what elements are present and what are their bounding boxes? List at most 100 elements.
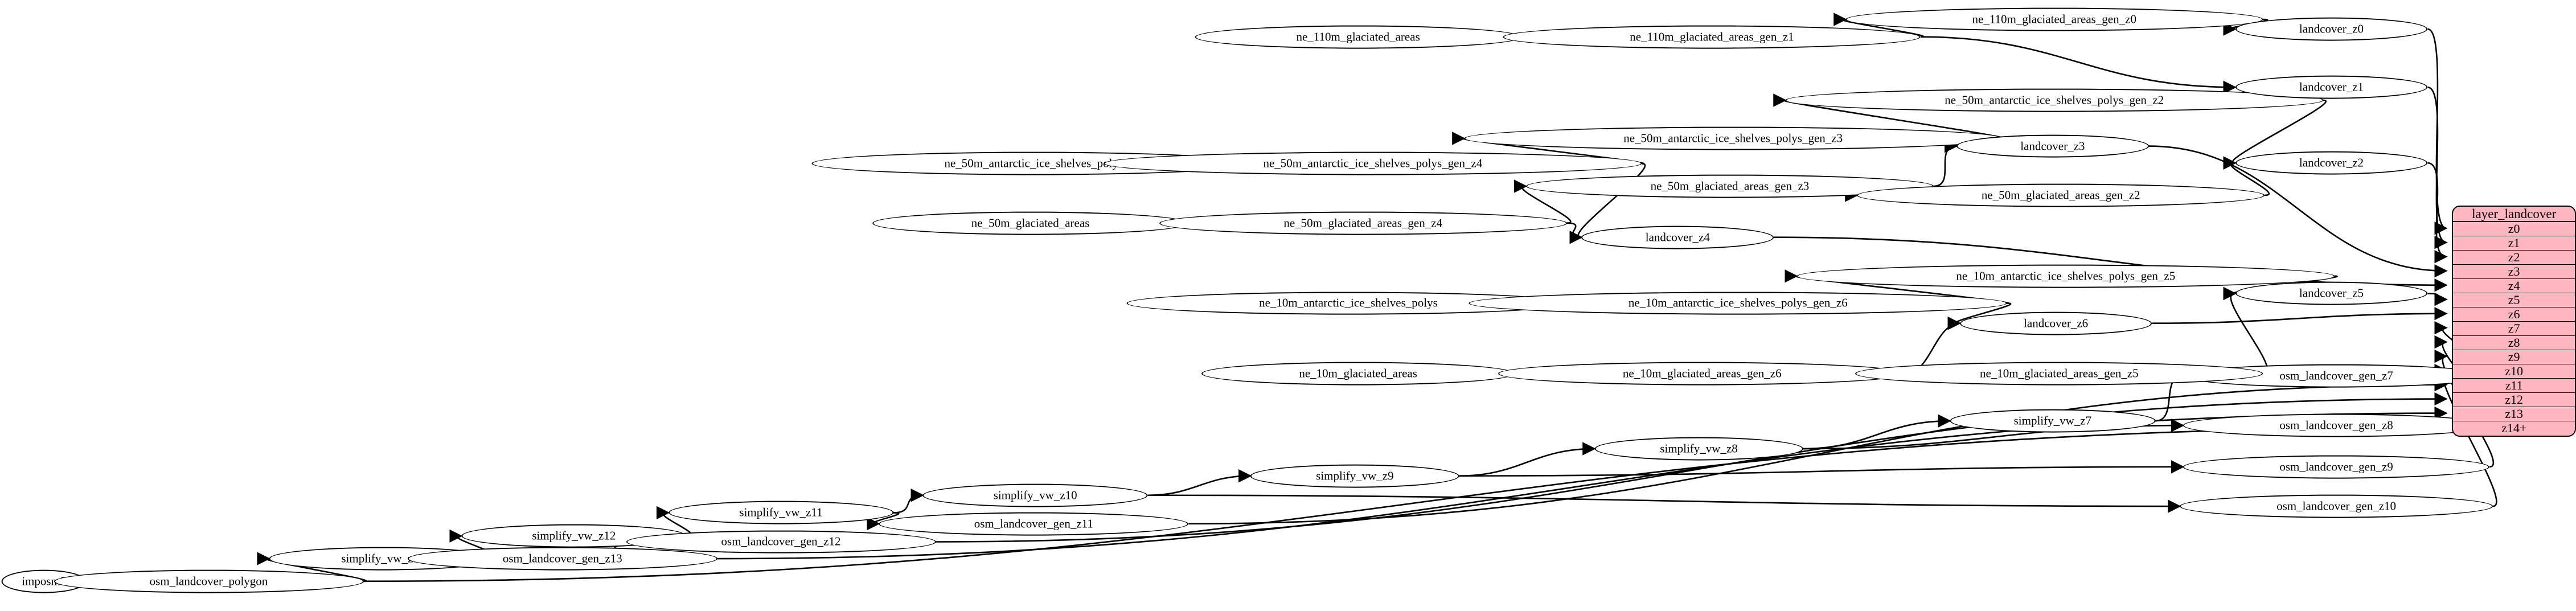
node-label: landcover_z1: [2299, 80, 2364, 94]
node-ne_10m_antarctic_ice_shelves_polys_gen_z5[interactable]: ne_10m_antarctic_ice_shelves_polys_gen_z…: [1796, 264, 2335, 288]
node-label: landcover_z6: [2024, 316, 2089, 330]
node-landcover_z3[interactable]: landcover_z3: [1956, 134, 2149, 158]
edge-ne_50m_antarctic_ice_shelves_polys_gen_z2-to-landcover_z2: [2223, 99, 2327, 170]
edge-osm_landcover_gen_z12-to-z12: [936, 392, 2448, 543]
record-row-z2[interactable]: z2: [2453, 250, 2575, 265]
node-label: osm_landcover_gen_z11: [974, 516, 1093, 531]
node-ne_50m_glaciated_areas_gen_z2[interactable]: ne_50m_glaciated_areas_gen_z2: [1857, 183, 2265, 207]
node-landcover_z1[interactable]: landcover_z1: [2235, 75, 2428, 99]
node-label: simplify_vw_z9: [1316, 469, 1394, 483]
edge-landcover_z5-to-z5: [2427, 293, 2448, 306]
edge-ne_110m_glaciated_areas_gen_z1-to-landcover_z1: [1920, 36, 2237, 94]
node-ne_50m_antarctic_ice_shelves_polys_gen_z3[interactable]: ne_50m_antarctic_ice_shelves_polys_gen_z…: [1464, 126, 2003, 150]
node-simplify_vw_z10[interactable]: simplify_vw_z10: [922, 483, 1148, 507]
node-simplify_vw_z7[interactable]: simplify_vw_z7: [1950, 409, 2156, 433]
node-label: osm_landcover_polygon: [149, 574, 268, 588]
node-label: ne_50m_glaciated_areas: [971, 216, 1090, 230]
edge-ne_10m_glaciated_areas_gen_z5-to-landcover_z5: [2223, 286, 2269, 375]
node-ne_110m_glaciated_areas_gen_z0[interactable]: ne_110m_glaciated_areas_gen_z0: [1845, 7, 2263, 31]
edge-simplify_vw_z11-to-simplify_vw_z10: [893, 489, 924, 514]
node-landcover_z2[interactable]: landcover_z2: [2235, 151, 2428, 175]
record-row-z5[interactable]: z5: [2453, 293, 2575, 308]
record-row-z9[interactable]: z9: [2453, 350, 2575, 364]
record-row-z12[interactable]: z12: [2453, 392, 2575, 407]
node-label: imposm3: [22, 574, 67, 588]
node-label: simplify_vw_z7: [2013, 413, 2092, 428]
node-label: ne_50m_glaciated_areas_gen_z3: [1650, 179, 1810, 193]
node-label: ne_10m_antarctic_ice_shelves_polys_gen_z…: [1628, 296, 1848, 310]
edge-ne_50m_glaciated_areas_gen_z3-to-landcover_z3: [1933, 139, 1958, 187]
node-ne_50m_antarctic_ice_shelves_polys_gen_z4[interactable]: ne_50m_antarctic_ice_shelves_polys_gen_z…: [1104, 151, 1642, 175]
edge-simplify_vw_z11-to-osm_landcover_gen_z11: [867, 512, 900, 531]
node-label: ne_50m_antarctic_ice_shelves_polys_gen_z…: [1623, 131, 1843, 145]
node-ne_10m_glaciated_areas[interactable]: ne_10m_glaciated_areas: [1201, 362, 1515, 386]
node-ne_10m_antarctic_ice_shelves_polys_gen_z6[interactable]: ne_10m_antarctic_ice_shelves_polys_gen_z…: [1469, 292, 2007, 315]
node-simplify_vw_z8[interactable]: simplify_vw_z8: [1594, 437, 1803, 461]
node-label: ne_10m_glaciated_areas_gen_z6: [1622, 366, 1782, 380]
record-row-z6[interactable]: z6: [2453, 307, 2575, 322]
record-row-z3[interactable]: z3: [2453, 264, 2575, 280]
record-row-z10[interactable]: z10: [2453, 364, 2575, 379]
record-row-z14+[interactable]: z14+: [2501, 421, 2527, 436]
node-ne_50m_glaciated_areas[interactable]: ne_50m_glaciated_areas: [872, 211, 1189, 235]
node-label: osm_landcover_gen_z12: [721, 535, 841, 548]
node-osm_landcover_gen_z8[interactable]: osm_landcover_gen_z8: [2183, 413, 2490, 437]
record-row-z8[interactable]: z8: [2453, 335, 2575, 351]
edge-ne_110m_glaciated_areas_gen_z1-to-ne_110m_glaciated_areas_gen_z0: [1833, 13, 1924, 38]
edge-landcover_z6-to-z6: [2152, 306, 2448, 325]
node-label: simplify_vw_z12: [532, 528, 616, 543]
record-row-z1[interactable]: z1: [2453, 236, 2575, 251]
node-label: ne_110m_glaciated_areas: [1296, 30, 1420, 44]
node-ne_110m_glaciated_areas[interactable]: ne_110m_glaciated_areas: [1195, 25, 1521, 49]
edge-landcover_z1-to-z1: [2427, 86, 2448, 249]
node-label: ne_50m_antarctic_ice_shelves_polys: [944, 156, 1123, 170]
node-label: ne_10m_glaciated_areas_gen_z5: [1979, 366, 2139, 380]
node-ne_50m_antarctic_ice_shelves_polys_gen_z2[interactable]: ne_50m_antarctic_ice_shelves_polys_gen_z…: [1785, 88, 2324, 112]
node-label: osm_landcover_gen_z13: [502, 551, 622, 565]
node-simplify_vw_z11[interactable]: simplify_vw_z11: [668, 501, 894, 524]
node-osm_landcover_polygon[interactable]: osm_landcover_polygon: [54, 569, 364, 593]
node-label: landcover_z0: [2299, 22, 2364, 36]
node-label: osm_landcover_gen_z7: [2279, 368, 2393, 383]
node-label: ne_10m_antarctic_ice_shelves_polys: [1259, 296, 1438, 310]
record-row-z11[interactable]: z11: [2453, 378, 2575, 393]
node-ne_50m_glaciated_areas_gen_z4[interactable]: ne_50m_glaciated_areas_gen_z4: [1159, 211, 1567, 235]
record-row-z7[interactable]: z7: [2453, 321, 2575, 337]
edge-ne_50m_glaciated_areas_gen_z4-to-landcover_z4: [1566, 222, 1583, 244]
edge-simplify_vw_z9-to-osm_landcover_gen_z9: [1459, 460, 2185, 477]
edge-osm_landcover_gen_z11-to-z11: [1188, 378, 2448, 525]
node-osm_landcover_gen_z11[interactable]: osm_landcover_gen_z11: [879, 512, 1189, 536]
node-label: ne_50m_glaciated_areas_gen_z4: [1283, 216, 1443, 230]
node-label: landcover_z5: [2299, 286, 2364, 300]
node-osm_landcover_gen_z13[interactable]: osm_landcover_gen_z13: [407, 547, 717, 571]
node-landcover_z4[interactable]: landcover_z4: [1581, 225, 1774, 249]
node-landcover_z0[interactable]: landcover_z0: [2235, 17, 2428, 41]
node-osm_landcover_gen_z10[interactable]: osm_landcover_gen_z10: [2180, 494, 2493, 518]
edge-simplify_vw_z10-to-simplify_vw_z9: [1147, 469, 1252, 497]
record-row-z13[interactable]: z13: [2453, 407, 2575, 421]
node-osm_landcover_gen_z9[interactable]: osm_landcover_gen_z9: [2183, 455, 2490, 479]
node-label: osm_landcover_gen_z8: [2279, 418, 2393, 432]
edge-landcover_z3-to-z3: [2148, 145, 2448, 278]
node-simplify_vw_z9[interactable]: simplify_vw_z9: [1250, 464, 1459, 488]
node-label: ne_10m_glaciated_areas: [1299, 366, 1417, 380]
node-label: simplify_vw_z11: [739, 505, 823, 519]
edge-ne_10m_antarctic_ice_shelves_polys_gen_z6-to-landcover_z6: [1947, 302, 2012, 330]
edge-ne_50m_antarctic_ice_shelves_polys_gen_z4-to-landcover_z4: [1569, 162, 1646, 244]
node-osm_landcover_gen_z12[interactable]: osm_landcover_gen_z12: [626, 530, 936, 553]
record-row-z4[interactable]: z4: [2453, 278, 2575, 294]
record-row-z0[interactable]: z0: [2453, 222, 2575, 237]
node-ne_10m_glaciated_areas_gen_z6[interactable]: ne_10m_glaciated_areas_gen_z6: [1498, 362, 1906, 386]
node-landcover_z5[interactable]: landcover_z5: [2235, 282, 2428, 305]
node-label: ne_50m_glaciated_areas_gen_z2: [1981, 188, 2140, 202]
node-ne_110m_glaciated_areas_gen_z1[interactable]: ne_110m_glaciated_areas_gen_z1: [1503, 25, 1921, 49]
node-label: ne_110m_glaciated_areas_gen_z0: [1972, 12, 2136, 26]
node-landcover_z6[interactable]: landcover_z6: [1959, 311, 2152, 335]
node-label: osm_landcover_gen_z9: [2279, 460, 2393, 474]
node-osm_landcover_gen_z7[interactable]: osm_landcover_gen_z7: [2183, 364, 2490, 388]
node-label: ne_110m_glaciated_areas_gen_z1: [1630, 30, 1794, 44]
node-ne_10m_glaciated_areas_gen_z5[interactable]: ne_10m_glaciated_areas_gen_z5: [1855, 362, 2263, 386]
